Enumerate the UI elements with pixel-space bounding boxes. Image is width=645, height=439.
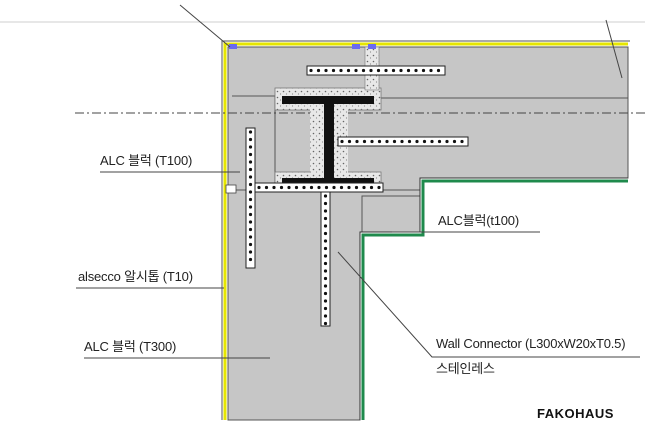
label-alc-t100-small: ALC블럭(t100) (438, 213, 519, 228)
label-alsecco: alsecco 알시톱 (T10) (78, 269, 193, 284)
label-wall-connector-material: 스테인레스 (436, 361, 495, 376)
wall-connector-strip-bottom (254, 182, 384, 193)
leader-top-left (179, 4, 231, 48)
wall-connectors (245, 65, 469, 327)
steel-web (324, 104, 334, 178)
insulation-strip (223, 42, 628, 420)
steel-flange-bottom (282, 178, 374, 186)
insulation-outline (221, 40, 630, 420)
anchor-detail-top-mid (352, 44, 360, 49)
wall-connector-strip-mid (337, 136, 469, 147)
anchor-detail-left (225, 184, 237, 194)
brand-logo: FAKOHAUS (537, 406, 614, 421)
wall-connector-strip-top (306, 65, 446, 76)
label-alc-t100: ALC 블럭 (T100) (100, 153, 193, 168)
label-wall-connector: Wall Connector (L300xW20xT0.5) (436, 336, 626, 351)
steel-flange-top (282, 96, 374, 104)
label-alc-t300: ALC 블럭 (T300) (84, 339, 177, 354)
leader-top-right (605, 19, 623, 79)
wall-connector-strip-left (245, 127, 256, 269)
leader-wall-connector (337, 251, 640, 358)
alc-block-t100-small (361, 195, 421, 233)
finish-line-green (361, 179, 628, 420)
concrete-web-left (310, 108, 324, 174)
wall-connector-strip-vertical (320, 191, 331, 327)
anchor-detail-top-left (229, 44, 237, 49)
anchor-detail-top-right (368, 44, 376, 49)
